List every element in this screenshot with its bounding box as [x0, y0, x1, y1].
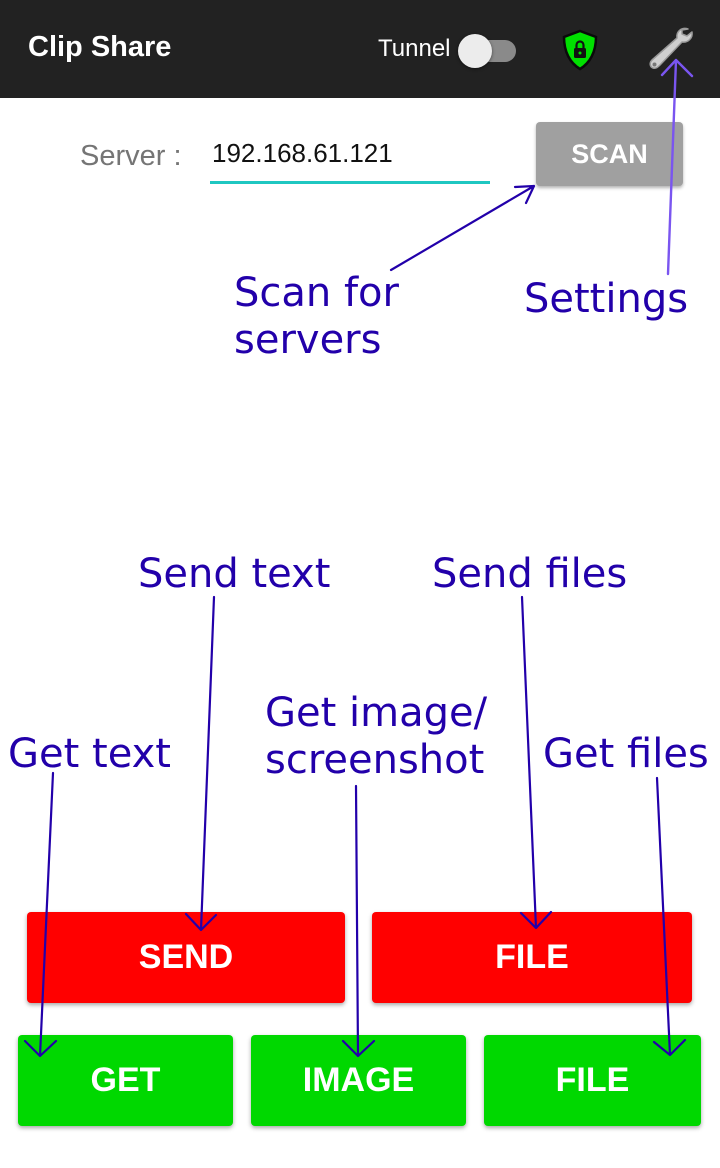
- arrow-get-image: [341, 784, 376, 1058]
- annotation-scan-for-servers: Scan for servers: [234, 270, 399, 363]
- send-text-button[interactable]: SEND: [27, 912, 345, 1003]
- send-file-button[interactable]: FILE: [372, 912, 692, 1003]
- get-text-button[interactable]: GET: [18, 1035, 233, 1126]
- server-address-input[interactable]: [210, 136, 490, 184]
- server-label: Server :: [80, 140, 182, 172]
- arrow-send-text: [184, 595, 218, 932]
- annotation-send-files: Send files: [432, 551, 628, 597]
- tunnel-toggle[interactable]: [458, 34, 516, 68]
- annotation-get-image: Get image/ screenshot: [265, 690, 488, 783]
- annotation-send-text: Send text: [138, 551, 331, 597]
- annotation-get-text: Get text: [8, 731, 171, 777]
- shield-lock-icon[interactable]: [558, 28, 602, 72]
- annotation-settings: Settings: [524, 276, 689, 322]
- get-file-button[interactable]: FILE: [484, 1035, 701, 1126]
- scan-button[interactable]: SCAN: [536, 122, 683, 186]
- tunnel-toggle-thumb: [458, 34, 492, 68]
- annotation-get-files: Get files: [543, 731, 709, 777]
- arrow-scan: [389, 184, 536, 272]
- wrench-icon[interactable]: [644, 26, 696, 72]
- app-title: Clip Share: [28, 31, 172, 63]
- get-image-button[interactable]: IMAGE: [251, 1035, 466, 1126]
- tunnel-label: Tunnel: [378, 35, 451, 62]
- arrow-send-files: [519, 595, 553, 930]
- app-bar: Clip Share Tunnel: [0, 0, 720, 98]
